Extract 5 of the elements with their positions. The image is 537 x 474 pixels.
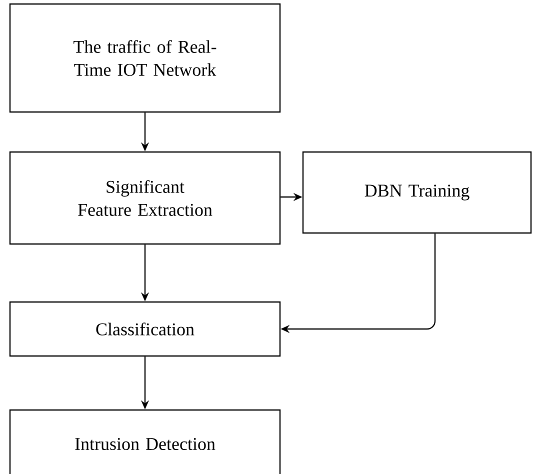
process-box: The traffic of Real-Time IOT Network (9, 3, 281, 113)
process-box: DBN Training (302, 151, 532, 234)
process-box: Significant Feature Extraction (9, 151, 281, 245)
process-box: Classification (9, 301, 281, 357)
process-box: Intrusion Detection (9, 409, 281, 474)
